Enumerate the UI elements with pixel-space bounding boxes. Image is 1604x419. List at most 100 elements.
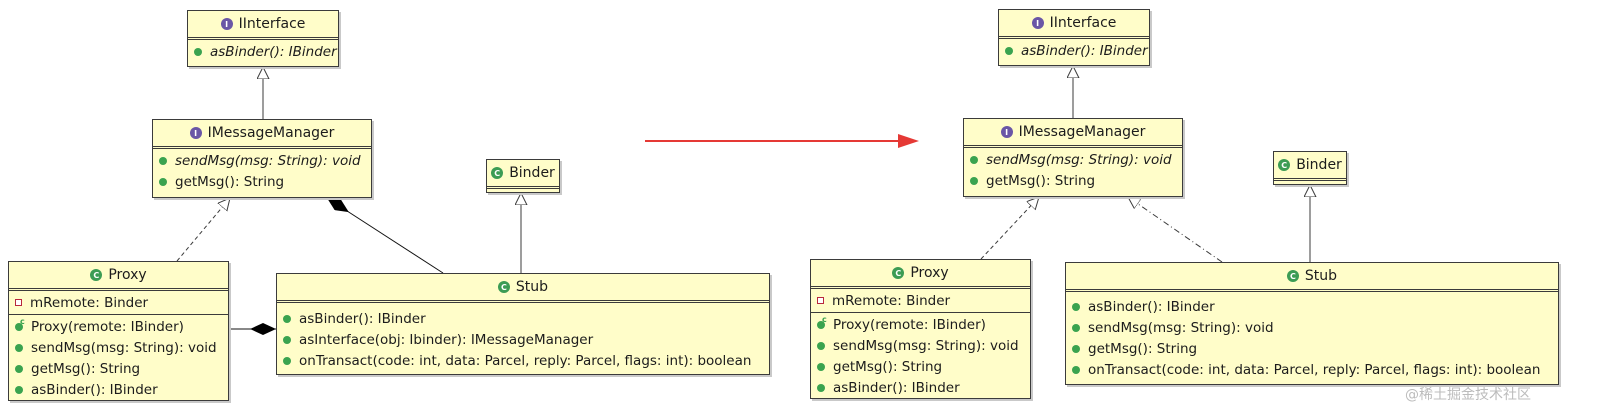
public-method-icon <box>1072 323 1080 332</box>
constructor-icon <box>15 317 25 331</box>
proxy-implements-imessagemanager <box>176 198 230 262</box>
method-row: getMsg(): String <box>964 170 1182 191</box>
proxy-implements-imessagemanager-right <box>980 197 1039 260</box>
method-row: asBinder(): IBinder <box>999 40 1149 61</box>
interface-icon: I <box>189 127 202 139</box>
constructor-icon <box>817 315 827 329</box>
class-stub-header: C Stub <box>1066 263 1558 292</box>
class-iinterface-header: I IInterface <box>999 10 1149 39</box>
class-icon: C <box>1278 159 1291 171</box>
class-binder[interactable]: C Binder <box>486 159 560 193</box>
private-field-icon <box>15 299 22 306</box>
class-proxy-header: C Proxy <box>9 262 228 291</box>
class-name: IMessageManager <box>207 125 335 141</box>
class-icon: C <box>497 281 510 293</box>
class-proxy-header: C Proxy <box>811 260 1030 289</box>
class-proxy[interactable]: C Proxy mRemote: Binder Proxy(remote: IB… <box>8 261 229 401</box>
class-iinterface-right[interactable]: I IInterface asBinder(): IBinder <box>998 9 1150 66</box>
method-row: asBinder(): IBinder <box>277 308 769 329</box>
class-icon: C <box>491 167 504 179</box>
watermark: @稀土掘金技术社区 <box>1405 387 1531 403</box>
method-row: getMsg(): String <box>1066 338 1558 359</box>
public-method-icon <box>970 176 978 185</box>
class-imessagemanager-header: I IMessageManager <box>153 120 371 149</box>
field-row: mRemote: Binder <box>811 290 1030 311</box>
class-name: IMessageManager <box>1018 124 1146 140</box>
method-row: asBinder(): IBinder <box>811 377 1030 398</box>
stub-implements-imessagemanager-right <box>1128 197 1223 263</box>
methods-section: asBinder(): IBinder <box>999 39 1149 62</box>
class-binder-right[interactable]: C Binder <box>1273 151 1347 185</box>
methods-section: Proxy(remote: IBinder) sendMsg(msg: Stri… <box>9 314 228 401</box>
methods-section: sendMsg(msg: String): void getMsg(): Str… <box>153 149 371 193</box>
methods-section: Proxy(remote: IBinder) sendMsg(msg: Stri… <box>811 312 1030 399</box>
class-name: Stub <box>1304 268 1338 284</box>
class-imessagemanager-header: I IMessageManager <box>964 119 1182 148</box>
public-method-icon <box>1072 302 1080 311</box>
methods-section: asBinder(): IBinder sendMsg(msg: String)… <box>1066 292 1558 381</box>
method-row: sendMsg(msg: String): void <box>811 335 1030 356</box>
method-row: onTransact(code: int, data: Parcel, repl… <box>1066 359 1558 380</box>
public-method-icon <box>15 385 23 394</box>
private-field-icon <box>817 297 824 304</box>
public-method-icon <box>1072 365 1080 374</box>
method-row: asInterface(obj: Ibinder): IMessageManag… <box>277 329 769 350</box>
method-row: sendMsg(msg: String): void <box>1066 317 1558 338</box>
method-row: getMsg(): String <box>153 171 371 192</box>
class-name: Stub <box>515 279 549 295</box>
public-method-icon <box>1072 344 1080 353</box>
class-iinterface-header: I IInterface <box>188 11 338 40</box>
class-binder-header: C Binder <box>1274 152 1346 181</box>
public-method-icon <box>283 335 291 344</box>
fields-section: mRemote: Binder <box>9 291 228 314</box>
method-row: sendMsg(msg: String): void <box>9 337 228 358</box>
methods-section: asBinder(): IBinder asInterface(obj: Ibi… <box>277 303 769 372</box>
class-name: IInterface <box>238 16 306 32</box>
method-row: asBinder(): IBinder <box>9 379 228 400</box>
method-row: sendMsg(msg: String): void <box>964 149 1182 170</box>
class-stub-right[interactable]: C Stub asBinder(): IBinder sendMsg(msg: … <box>1065 262 1559 385</box>
public-method-icon <box>159 156 167 165</box>
transition-arrow-head <box>898 134 919 148</box>
class-name: Proxy <box>108 267 147 283</box>
public-method-icon <box>15 343 23 352</box>
method-row: asBinder(): IBinder <box>1066 296 1558 317</box>
class-proxy-right[interactable]: C Proxy mRemote: Binder Proxy(remote: IB… <box>810 259 1031 399</box>
method-row: getMsg(): String <box>9 358 228 379</box>
method-row: Proxy(remote: IBinder) <box>9 316 228 337</box>
class-binder-header: C Binder <box>487 160 559 189</box>
methods-section: asBinder(): IBinder <box>188 40 338 63</box>
class-stub[interactable]: C Stub asBinder(): IBinder asInterface(o… <box>276 273 770 375</box>
public-method-icon <box>817 341 825 350</box>
class-imessagemanager[interactable]: I IMessageManager sendMsg(msg: String): … <box>152 119 372 198</box>
public-method-icon <box>15 364 23 373</box>
interface-icon: I <box>220 18 233 30</box>
fields-section: mRemote: Binder <box>811 289 1030 312</box>
class-imessagemanager-right[interactable]: I IMessageManager sendMsg(msg: String): … <box>963 118 1183 197</box>
field-row: mRemote: Binder <box>9 292 228 313</box>
public-method-icon <box>1005 46 1013 55</box>
method-row: asBinder(): IBinder <box>188 41 338 62</box>
public-method-icon <box>817 362 825 371</box>
interface-icon: I <box>1031 17 1044 29</box>
methods-section: sendMsg(msg: String): void getMsg(): Str… <box>964 148 1182 192</box>
class-icon: C <box>892 267 905 279</box>
public-method-icon <box>817 383 825 392</box>
public-method-icon <box>970 155 978 164</box>
public-method-icon <box>159 177 167 186</box>
class-iinterface[interactable]: I IInterface asBinder(): IBinder <box>187 10 339 67</box>
class-icon: C <box>1286 270 1299 282</box>
method-row: Proxy(remote: IBinder) <box>811 314 1030 335</box>
class-name: IInterface <box>1049 15 1117 31</box>
method-row: getMsg(): String <box>811 356 1030 377</box>
stub-composes-imessagemanager <box>326 197 444 274</box>
public-method-icon <box>283 314 291 323</box>
class-name: Binder <box>1296 157 1342 173</box>
class-stub-header: C Stub <box>277 274 769 303</box>
class-name: Binder <box>509 165 555 181</box>
method-row: sendMsg(msg: String): void <box>153 150 371 171</box>
method-row: onTransact(code: int, data: Parcel, repl… <box>277 350 769 371</box>
interface-icon: I <box>1000 126 1013 138</box>
public-method-icon <box>283 356 291 365</box>
